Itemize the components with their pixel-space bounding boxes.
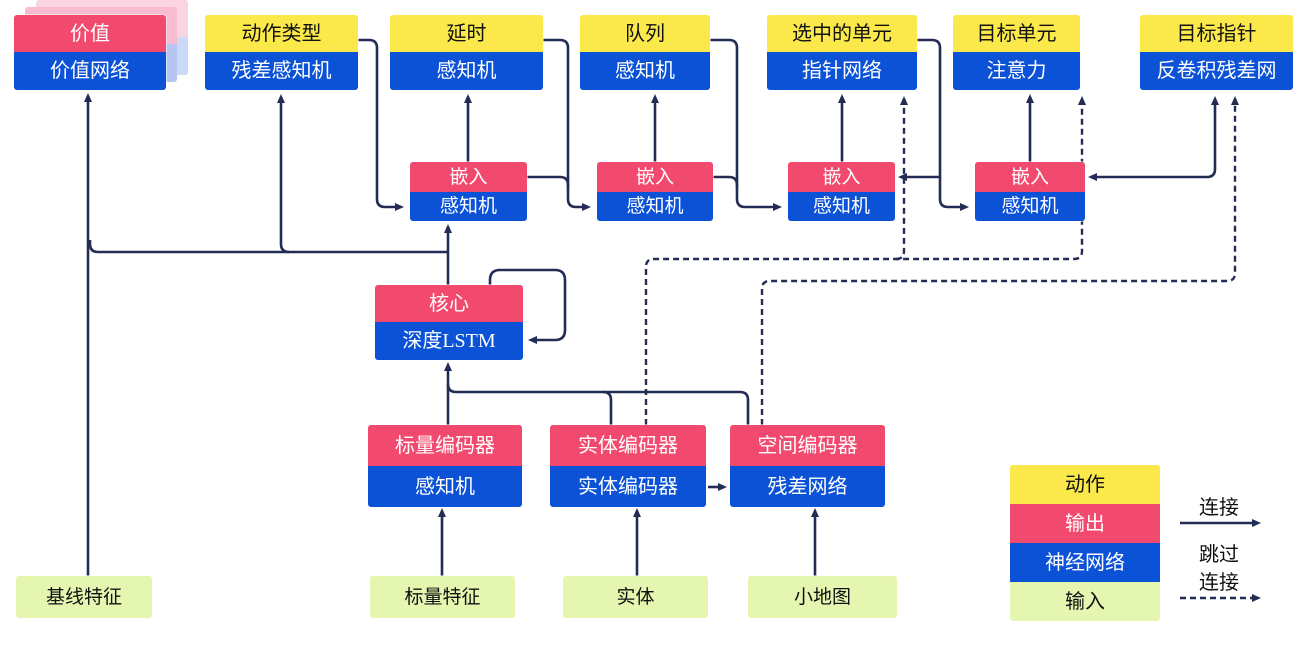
node-action-type: 动作类型 残差感知机 (205, 15, 358, 90)
delay-label: 延时 (446, 22, 487, 45)
node-delay: 延时 感知机 (390, 15, 543, 90)
queue-network-label: 感知机 (615, 60, 675, 82)
node-scalar-encoder: 标量编码器 感知机 (368, 425, 522, 507)
legend: 动作 输出 神经网络 输入 (1010, 465, 1160, 621)
entities-label: 实体 (616, 586, 655, 608)
edge-selectedunits-to-embed4 (917, 38, 969, 211)
legend-input-label: 输入 (1065, 590, 1105, 613)
node-core: 核心 深度LSTM (375, 285, 523, 360)
action-type-network-label: 残差感知机 (231, 60, 332, 82)
embed2-network-label: 感知机 (626, 196, 684, 217)
edge-embed1-exit (527, 175, 570, 188)
node-embed-3: 嵌入 感知机 (788, 162, 895, 221)
skip-spatial-to-targetpointer (760, 96, 1239, 425)
selected-units-label: 选中的单元 (792, 22, 892, 45)
target-unit-label: 目标单元 (976, 22, 1057, 45)
legend-dashed-arrow-label-line1: 跳过 (1199, 544, 1239, 566)
target-unit-network-label: 注意力 (986, 60, 1047, 82)
edge-entity-merge (602, 390, 613, 425)
node-value: 价值 价值网络 (14, 15, 166, 90)
embed2-label: 嵌入 (635, 166, 674, 188)
solid-connections (84, 38, 1261, 576)
skip-entity-to-targetunit (644, 96, 1086, 425)
node-queue: 队列 感知机 (580, 15, 710, 90)
node-entity-encoder: 实体编码器 实体编码器 (550, 425, 706, 507)
node-selected-units: 选中的单元 指针网络 (767, 15, 917, 90)
embed3-label: 嵌入 (822, 166, 861, 188)
scalar-features-label: 标量特征 (404, 586, 481, 608)
legend-action-swatch: 动作 (1010, 465, 1160, 504)
embed3-network-label: 感知机 (812, 196, 870, 217)
action-type-label: 动作类型 (241, 22, 322, 45)
node-scalar-features: 标量特征 (370, 576, 515, 618)
legend-output-label: 输出 (1065, 512, 1105, 535)
legend-output-swatch: 输出 (1010, 504, 1160, 543)
legend-action-label: 动作 (1065, 473, 1105, 496)
embed4-network-label: 感知机 (1001, 196, 1059, 217)
skip-branch-to-selectedunits (895, 96, 908, 261)
legend-solid-arrow-label: 连接 (1199, 497, 1239, 519)
spatial-encoder-network-label: 残差网络 (767, 475, 848, 498)
edge-spatial-merge (446, 383, 750, 425)
edge-elbow-into-targetpointer (1206, 96, 1219, 179)
edge-embed2-exit (713, 175, 739, 188)
delay-network-label: 感知机 (436, 60, 497, 82)
edge-core-branch-left (88, 240, 448, 254)
node-minimap: 小地图 (748, 576, 897, 618)
target-pointer-network-label: 反卷积残差网 (1156, 60, 1277, 82)
node-baseline-features: 基线特征 (16, 576, 152, 618)
skip-connections (644, 96, 1261, 602)
node-embed-2: 嵌入 感知机 (597, 162, 713, 221)
target-pointer-label: 目标指针 (1176, 22, 1257, 45)
selected-units-network-label: 指针网络 (802, 60, 882, 82)
legend-input-swatch: 输入 (1010, 582, 1160, 621)
minimap-label: 小地图 (793, 586, 851, 608)
node-embed-4: 嵌入 感知机 (975, 162, 1085, 221)
core-label: 核心 (429, 292, 469, 315)
legend-network-swatch: 神经网络 (1010, 543, 1160, 582)
value-output-label: 价值 (70, 22, 110, 45)
edge-actiontype-to-embed1 (358, 38, 404, 211)
legend-dashed-arrow-label-line2: 连接 (1199, 572, 1239, 594)
embed4-label: 嵌入 (1010, 166, 1049, 188)
edge-queue-to-embed3 (710, 38, 782, 211)
node-entities: 实体 (563, 576, 708, 618)
edge-core-self-loop (488, 268, 567, 344)
entity-encoder-network-label: 实体编码器 (578, 475, 678, 498)
node-embed-1: 嵌入 感知机 (410, 162, 527, 221)
edge-delay-to-embed2 (543, 38, 591, 211)
core-network-label: 深度LSTM (402, 330, 496, 352)
queue-label: 队列 (625, 22, 665, 45)
scalar-encoder-network-label: 感知机 (415, 475, 475, 498)
entity-encoder-label: 实体编码器 (578, 434, 678, 457)
legend-network-label: 神经网络 (1045, 551, 1125, 574)
node-target-unit: 目标单元 注意力 (953, 15, 1080, 90)
scalar-encoder-label: 标量编码器 (395, 434, 495, 457)
node-spatial-encoder: 空间编码器 残差网络 (730, 425, 885, 507)
node-target-pointer: 目标指针 反卷积残差网 (1140, 15, 1293, 90)
edge-core-to-actiontype (277, 94, 290, 254)
value-network-label: 价值网络 (50, 60, 130, 82)
spatial-encoder-label: 空间编码器 (757, 434, 858, 457)
baseline-features-label: 基线特征 (45, 586, 122, 608)
embed1-network-label: 感知机 (439, 196, 497, 217)
embed1-label: 嵌入 (449, 166, 488, 188)
